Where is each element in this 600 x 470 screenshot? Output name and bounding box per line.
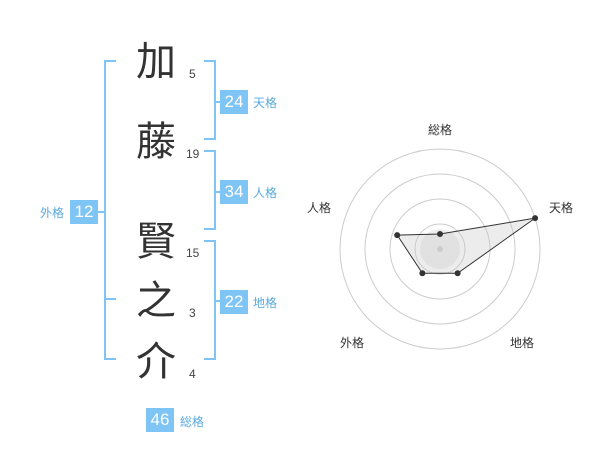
stroke-count-1: 5 bbox=[189, 67, 196, 81]
radar-point-1 bbox=[437, 231, 443, 237]
chikaku-label: 地格 bbox=[253, 296, 278, 310]
stroke-count-5: 4 bbox=[189, 367, 196, 381]
stroke-count-3: 15 bbox=[186, 246, 200, 260]
chikaku-value-badge: 22 bbox=[220, 290, 248, 314]
radar-axis-label-chikaku: 地格 bbox=[510, 336, 535, 350]
radar-point-5 bbox=[394, 232, 401, 239]
radar-axis-label-gaikaku: 外格 bbox=[340, 336, 365, 350]
radar-series-polygon bbox=[396, 217, 536, 274]
radar-ring bbox=[364, 173, 516, 325]
jinkaku-value-badge: 34 bbox=[220, 180, 248, 204]
gaikaku-value-badge: 12 bbox=[70, 200, 98, 224]
radar-point-3 bbox=[454, 270, 461, 277]
name-char-1: 加 bbox=[136, 39, 176, 85]
soukaku-label: 総格 bbox=[180, 415, 205, 429]
radar-ring bbox=[339, 148, 541, 350]
jinkaku-label: 人格 bbox=[253, 186, 278, 200]
gaikaku-label: 外格 bbox=[40, 206, 65, 220]
radar-axis-label-jinkaku: 人格 bbox=[307, 201, 332, 215]
name-char-2: 藤 bbox=[136, 119, 176, 165]
stroke-count-4: 3 bbox=[189, 306, 196, 320]
name-char-4: 之 bbox=[136, 278, 176, 324]
radar-axis-label-soukaku: 総格 bbox=[428, 123, 453, 137]
radar-ring bbox=[414, 223, 466, 275]
radar-ring bbox=[389, 198, 491, 300]
radar-point-4 bbox=[419, 270, 426, 277]
radar-point-2 bbox=[532, 215, 539, 222]
name-char-3: 賢 bbox=[136, 219, 176, 265]
tenkaku-label: 天格 bbox=[253, 96, 278, 110]
radar-center-fill bbox=[420, 229, 460, 269]
soukaku-value-badge: 46 bbox=[146, 408, 174, 432]
tenkaku-value-badge: 24 bbox=[220, 90, 248, 114]
radar-axis-label-tenkaku: 天格 bbox=[549, 201, 574, 215]
name-char-5: 介 bbox=[136, 339, 176, 385]
stroke-count-2: 19 bbox=[186, 147, 200, 161]
radar-center-dot bbox=[437, 246, 443, 252]
